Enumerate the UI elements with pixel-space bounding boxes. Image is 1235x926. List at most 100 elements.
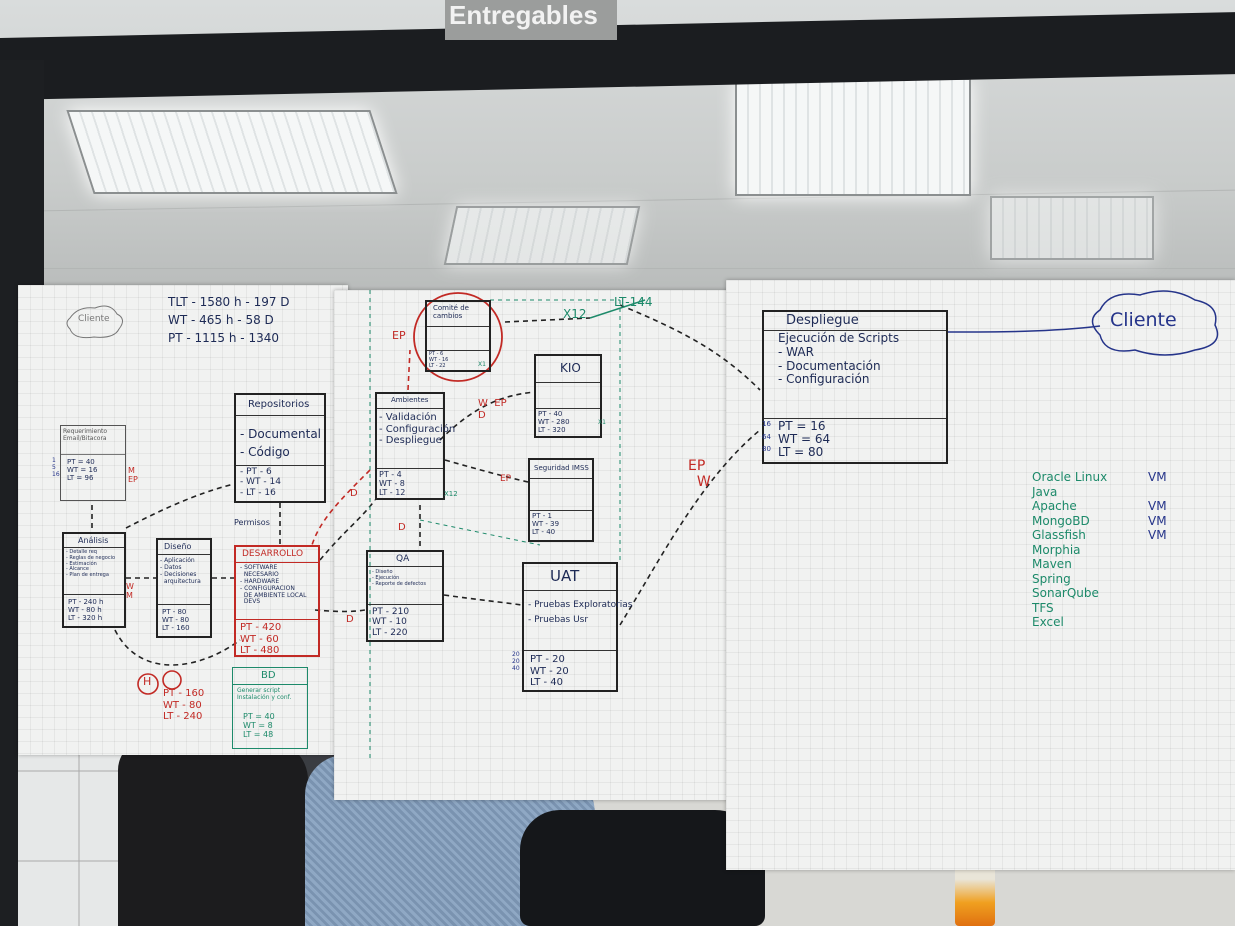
- tech-item: Excel: [1032, 615, 1222, 630]
- despliegue-side-values: 16 64 80: [762, 420, 771, 454]
- box-qa: QA - Diseño - Ejecución - Reporte de def…: [366, 550, 444, 642]
- tech-item-name: TFS: [1032, 600, 1054, 615]
- black-backpack: [520, 810, 765, 926]
- box-repositorios: Repositorios - Documental - Código - PT …: [234, 393, 326, 503]
- permisos-label: Permisos: [234, 518, 270, 527]
- tech-item-name: Java: [1032, 484, 1058, 499]
- comite-title: Comité de cambios: [433, 304, 469, 321]
- comite-x1: X1: [478, 361, 486, 368]
- box-comite: Comité de cambios PT - 6 WT - 16 LT - 22: [425, 300, 491, 372]
- req-metrics: PT = 40 WT = 16 LT = 96: [67, 458, 98, 483]
- kio-title: KIO: [560, 361, 581, 375]
- tech-item: Apache VM: [1032, 499, 1222, 514]
- box-bd: BD Generar script Instalación y conf. PT…: [232, 667, 308, 749]
- analisis-body: - Detalle req - Reglas de negocio - Esti…: [66, 549, 116, 578]
- diseno-title: Diseño: [164, 542, 192, 551]
- box-uat: UAT - Pruebas Exploratorias - Pruebas Us…: [522, 562, 632, 692]
- seguridad-title: Seguridad IMSS: [534, 464, 589, 472]
- h-block-metrics: PT - 160 WT - 80 LT - 240: [163, 688, 205, 722]
- tech-item: Oracle Linux VM: [1032, 470, 1222, 485]
- tech-item-name: Excel: [1032, 615, 1064, 629]
- desarrollo-title: DESARROLLO: [242, 549, 304, 559]
- d-note-1: D: [350, 488, 358, 499]
- bd-body: Generar script Instalación y conf.: [237, 687, 292, 701]
- poster-left: [18, 285, 348, 755]
- seguridad-metrics: PT - 1 WT - 39 LT - 40: [532, 512, 560, 537]
- tech-item: TFS: [1032, 601, 1222, 616]
- h-marker: H: [143, 675, 152, 688]
- header-tlt: TLT - 1580 h - 197 D: [168, 295, 290, 309]
- box-seguridad: Seguridad IMSS PT - 1 WT - 39 LT - 40: [528, 458, 594, 542]
- ambientes-metrics: PT - 4 WT - 8 LT - 12: [379, 470, 406, 498]
- box-ambientes: Ambientes - Validación - Configuración -…: [375, 392, 455, 500]
- bd-metrics: PT = 40 WT = 8 LT = 48: [243, 712, 275, 740]
- entregables-sign: Entregables: [445, 0, 617, 40]
- tech-item: Morphia: [1032, 543, 1222, 558]
- ep-note-1: EP: [392, 329, 406, 342]
- uat-metrics: PT - 20 WT - 20 LT - 40: [530, 654, 569, 688]
- tech-item-name: Oracle Linux: [1032, 470, 1108, 484]
- tech-item-tag: VM: [1148, 470, 1167, 484]
- dark-coat: [118, 740, 308, 926]
- tech-item-name: Morphia: [1032, 542, 1081, 557]
- req-m-ep: M EP: [128, 466, 138, 485]
- tech-item: SonarQube: [1032, 586, 1222, 601]
- diseno-metrics: PT - 80 WT - 80 LT - 160: [162, 608, 190, 633]
- box-requerimiento: Requerimiento Email/Bitacora PT = 40 WT …: [60, 425, 126, 501]
- qa-title: QA: [396, 554, 410, 564]
- w-m-note: W M: [126, 582, 134, 601]
- d-note-2: D: [398, 522, 406, 533]
- repositorios-body: - Documental - Código: [240, 427, 321, 459]
- analisis-title: Análisis: [78, 536, 109, 545]
- header-wt: WT - 465 h - 58 D: [168, 313, 274, 327]
- box-diseno: Diseño - Aplicación - Datos - Decisiones…: [156, 538, 212, 638]
- cliente-label: Cliente: [1110, 309, 1177, 331]
- tech-item-name: SonarQube: [1032, 586, 1099, 600]
- ceiling-light: [990, 196, 1154, 260]
- repositorios-title: Repositorios: [248, 399, 310, 410]
- box-despliegue: Despliegue Ejecución de Scripts - WAR - …: [762, 310, 948, 464]
- desarrollo-body: - SOFTWARE NECESARIO - HARDWARE - CONFIG…: [240, 564, 307, 606]
- box-analisis: Análisis - Detalle req - Reglas de negoc…: [62, 532, 126, 628]
- uat-title: UAT: [550, 567, 580, 585]
- tech-item-tag: VM: [1148, 528, 1167, 542]
- repositorios-metrics: - PT - 6 - WT - 14 - LT - 16: [240, 467, 281, 498]
- box-kio: KIO PT - 40 WT - 280 LT - 320: [534, 354, 602, 438]
- desarrollo-metrics: PT - 420 WT - 60 LT - 480: [240, 622, 282, 656]
- header-pt: PT - 1115 h - 1340: [168, 331, 279, 345]
- lt144-note: LT-144: [614, 295, 653, 309]
- despliegue-body: Ejecución de Scripts - WAR - Documentaci…: [778, 331, 900, 387]
- req-title: Requerimiento Email/Bitacora: [63, 428, 108, 442]
- ep-note-2: EP: [500, 474, 512, 484]
- despliegue-metrics: PT = 16 WT = 64 LT = 80: [778, 419, 831, 460]
- ambientes-body: - Validación - Configuración - Despliegu…: [379, 412, 456, 446]
- tech-item: Java: [1032, 485, 1222, 500]
- despliegue-title: Despliegue: [786, 313, 859, 328]
- analisis-metrics: PT - 240 h WT - 80 h LT - 320 h: [68, 598, 104, 623]
- comite-metrics: PT - 6 WT - 16 LT - 22: [429, 351, 449, 369]
- ep-w-note: EP W: [688, 458, 711, 491]
- tech-item-tag: VM: [1148, 513, 1167, 528]
- box-desarrollo: DESARROLLO - SOFTWARE NECESARIO - HARDWA…: [234, 545, 320, 657]
- req-side-values: 1 5 16: [52, 457, 60, 478]
- kio-metrics: PT - 40 WT - 280 LT - 320: [538, 410, 570, 435]
- diseno-body: - Aplicación - Datos - Decisiones arquit…: [160, 557, 201, 585]
- tech-item-name: MongoBD: [1032, 513, 1090, 528]
- x1-note: X1: [598, 419, 606, 426]
- ceiling-light: [735, 78, 971, 196]
- tech-item-name: Apache: [1032, 499, 1077, 513]
- cliente-small-label: Cliente: [78, 314, 110, 324]
- uat-body: - Pruebas Exploratorias - Pruebas Usr: [528, 600, 633, 626]
- x12-note-b: X12: [444, 490, 458, 498]
- poster-right: [726, 280, 1235, 870]
- tech-item: Maven: [1032, 557, 1222, 572]
- d-note-3: D: [346, 614, 354, 625]
- ambientes-title: Ambientes: [391, 396, 429, 404]
- qa-metrics: PT - 210 WT - 10 LT - 220: [372, 607, 410, 638]
- tech-item-name: Spring: [1032, 571, 1071, 586]
- tech-item-tag: VM: [1148, 499, 1167, 513]
- w-ep-note: W EP D: [478, 398, 507, 421]
- x12-note: X12: [563, 307, 587, 321]
